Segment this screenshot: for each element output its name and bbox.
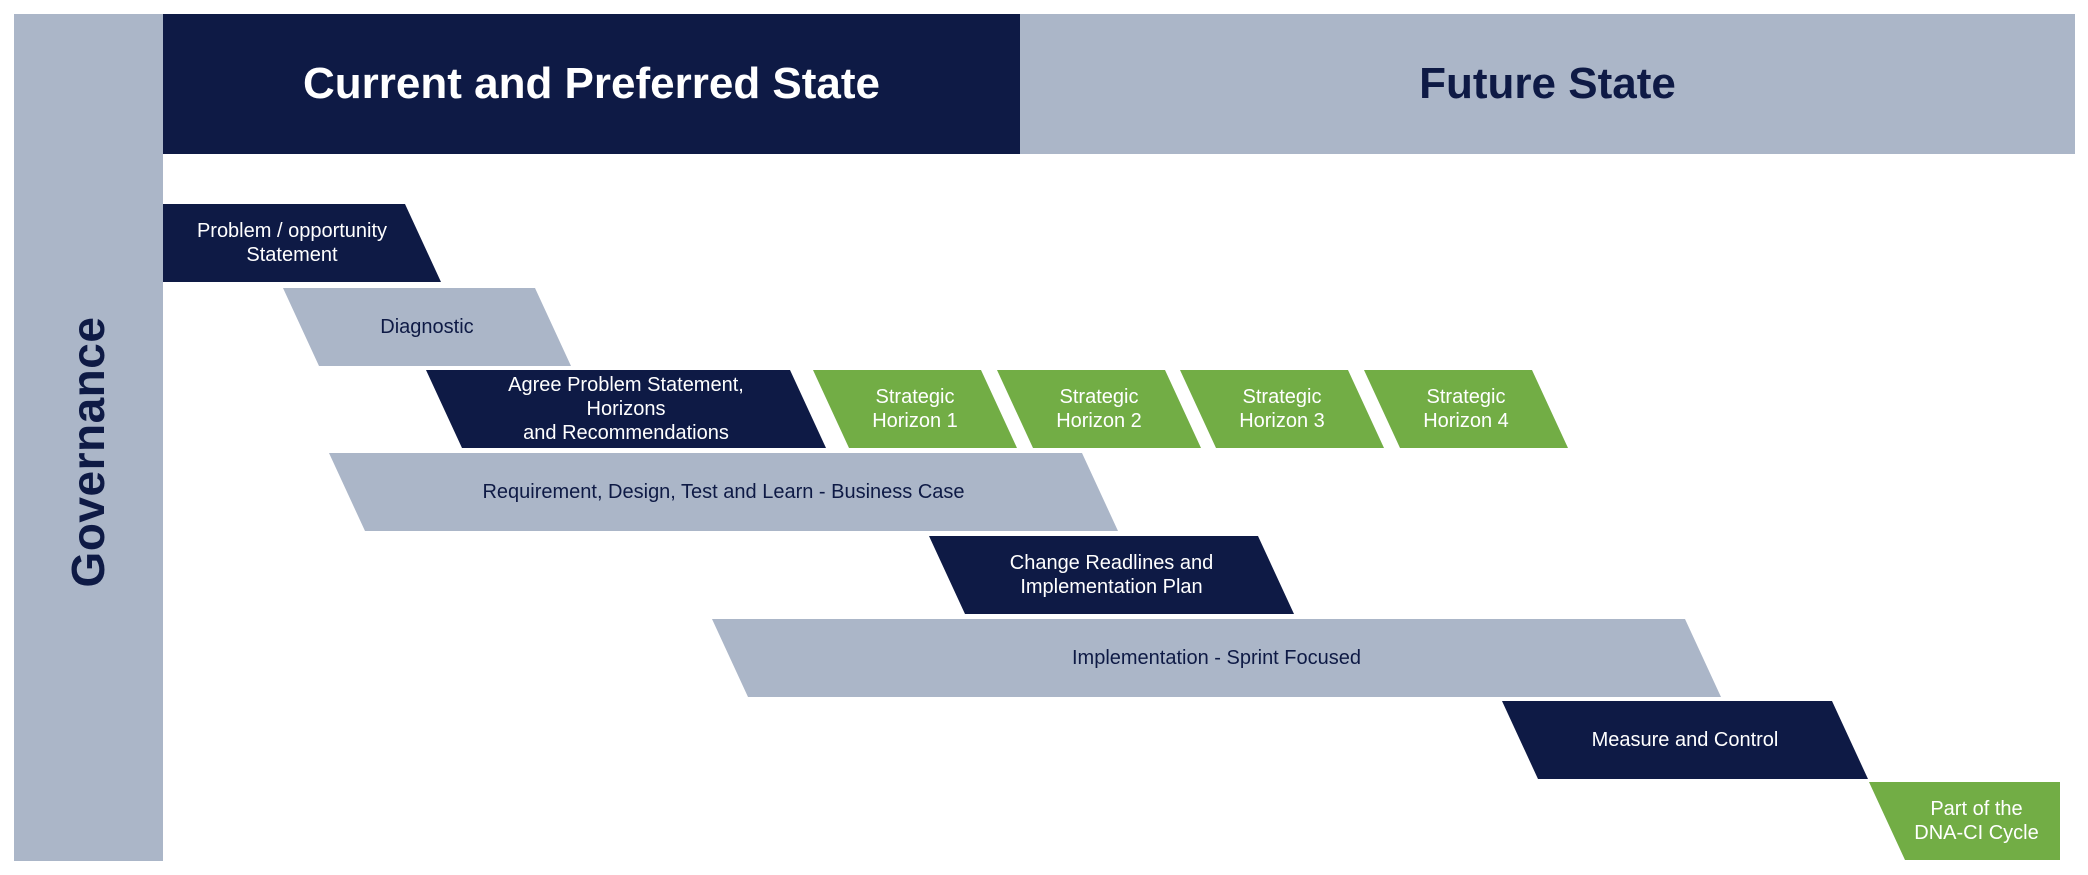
step-diagnostic: Diagnostic	[283, 288, 571, 366]
step-agree-line1: Agree Problem Statement, Horizons	[508, 374, 744, 420]
step-cycle-line2: DNA-CI Cycle	[1914, 822, 2039, 844]
step-horizon-4-line2: Horizon 4	[1423, 410, 1509, 432]
governance-label: Governance	[62, 316, 114, 588]
step-implementation-label: Implementation - Sprint Focused	[1071, 647, 1362, 669]
step-requirement-design-test: Requirement, Design, Test and Learn - Bu…	[329, 453, 1118, 531]
step-cycle-line1: Part of the	[1930, 798, 2023, 820]
governance-bar	[14, 14, 163, 861]
step-measure-label: Measure and Control	[1591, 729, 1779, 751]
step-strategic-horizon-1: Strategic Horizon 1	[813, 370, 1017, 448]
step-problem-statement: Problem / opportunity Statement	[163, 204, 441, 282]
header-current-label: Current and Preferred State	[302, 59, 881, 108]
step-strategic-horizon-3: Strategic Horizon 3	[1180, 370, 1384, 448]
step-change-line2: Implementation Plan	[1020, 576, 1203, 598]
step-change-line1: Change Readlines and	[1009, 552, 1214, 574]
step-requirement-label: Requirement, Design, Test and Learn - Bu…	[482, 481, 965, 503]
step-strategic-horizon-4: Strategic Horizon 4	[1364, 370, 1568, 448]
step-problem-statement-line1: Problem / opportunity	[196, 220, 388, 242]
header-future-state: Future State	[1020, 14, 2075, 154]
header-current-state: Current and Preferred State	[163, 14, 1020, 154]
header-future-label: Future State	[1419, 59, 1676, 108]
step-horizon-2-line2: Horizon 2	[1056, 410, 1142, 432]
step-problem-statement-line2: Statement	[246, 244, 338, 266]
step-agree-line2: and Recommendations	[523, 422, 729, 444]
step-agree-problem-statement: Agree Problem Statement, Horizons and Re…	[426, 370, 826, 448]
step-diagnostic-label: Diagnostic	[380, 316, 474, 338]
step-horizon-1-line1: Strategic	[875, 386, 955, 408]
step-horizon-3-line1: Strategic	[1242, 386, 1322, 408]
step-dna-ci-cycle: Part of the DNA-CI Cycle	[1869, 782, 2060, 860]
step-horizon-4-line1: Strategic	[1426, 386, 1506, 408]
step-strategic-horizon-2: Strategic Horizon 2	[997, 370, 1201, 448]
step-change-readlines: Change Readlines and Implementation Plan	[929, 536, 1294, 614]
step-horizon-1-line2: Horizon 1	[872, 410, 958, 432]
step-horizon-2-line1: Strategic	[1059, 386, 1139, 408]
step-horizon-3-line2: Horizon 3	[1239, 410, 1325, 432]
step-measure-and-control: Measure and Control	[1502, 701, 1868, 779]
step-implementation: Implementation - Sprint Focused	[712, 619, 1721, 697]
